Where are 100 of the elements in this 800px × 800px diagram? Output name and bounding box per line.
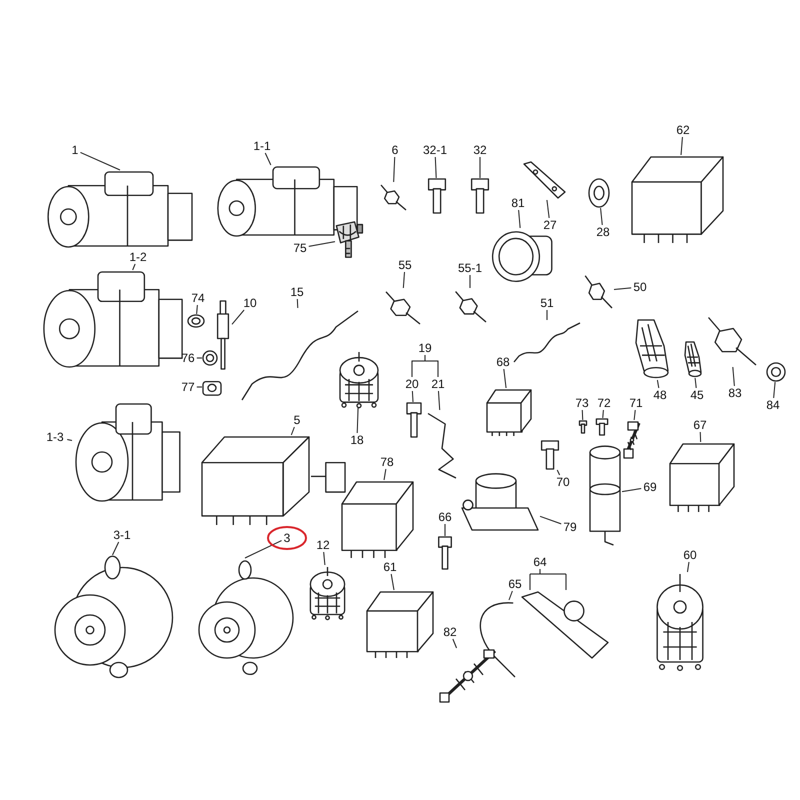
- bolt-drawing: [425, 178, 449, 214]
- leader-line: [384, 468, 386, 480]
- regulator-drawing: [200, 435, 348, 527]
- nut-drawing: [202, 378, 222, 396]
- relay-drawing: [485, 388, 533, 438]
- glow-plug-drawing: [214, 300, 232, 370]
- callout-number: 77: [181, 380, 195, 394]
- relay-drawing: [630, 155, 725, 245]
- bolt-drawing: [436, 536, 454, 570]
- leader-line: [503, 368, 507, 388]
- callout-number: 70: [556, 475, 570, 489]
- bolt-drawing: [468, 178, 492, 214]
- leader-line: [402, 272, 405, 288]
- callout-number: 19: [418, 341, 432, 355]
- leader-line: [132, 264, 136, 270]
- callout-number: 68: [496, 355, 510, 369]
- callout-number: 51: [540, 296, 554, 310]
- callout-number: 3: [284, 531, 290, 545]
- plate-drawing: [522, 160, 567, 200]
- leader-line: [680, 136, 683, 156]
- leader-line: [732, 366, 735, 386]
- callout-number: 64: [533, 555, 547, 569]
- callout-number: 3-1: [113, 528, 131, 542]
- bolt-drawing: [594, 418, 610, 436]
- callout-number: 12: [316, 538, 330, 552]
- bracket-drawing: [426, 410, 458, 480]
- callout-number: 78: [380, 455, 394, 469]
- callout-number: 55-1: [458, 261, 482, 275]
- rod-drawing: [622, 420, 642, 460]
- callout-number: 72: [597, 396, 611, 410]
- starter-motor-drawing: [45, 170, 195, 248]
- starter-motor-drawing: [215, 165, 360, 237]
- callout-number: 81: [511, 196, 525, 210]
- leader-line: [296, 298, 298, 308]
- leader-line: [323, 552, 326, 566]
- washer-drawing: [588, 178, 610, 208]
- gauge-drawing: [490, 228, 555, 283]
- leader-line: [66, 439, 72, 442]
- callout-number: 79: [563, 520, 577, 534]
- leader-line: [556, 470, 560, 476]
- callout-number: 75: [293, 241, 307, 255]
- bolt-drawing: [538, 440, 562, 470]
- callout-number: 60: [683, 548, 697, 562]
- leader-line: [622, 488, 642, 492]
- leader-line: [444, 524, 446, 536]
- leader-line: [452, 638, 458, 648]
- leader-line: [390, 574, 394, 590]
- callout-number: 65: [508, 577, 522, 591]
- relay-drawing: [668, 442, 736, 514]
- leader-line: [540, 516, 562, 524]
- actuator-drawing: [520, 590, 610, 660]
- callout-number: 32-1: [422, 143, 448, 157]
- callout-number: 61: [383, 560, 397, 574]
- washer-drawing: [187, 314, 205, 328]
- callout-number: 69: [643, 480, 657, 494]
- bolt-drawing: [404, 402, 424, 438]
- callout-number: 82: [443, 625, 457, 639]
- leader-line: [308, 241, 336, 247]
- leader-line: [412, 390, 414, 402]
- leader-line: [356, 408, 359, 434]
- leader-line: [602, 410, 604, 418]
- bracket-leader-line: [424, 354, 438, 378]
- callout-number: 32: [473, 143, 487, 157]
- leader-line: [614, 287, 632, 290]
- callout-number: 15: [290, 285, 304, 299]
- callout-number: 18: [350, 433, 364, 447]
- wire-drawing: [512, 320, 582, 365]
- callout-number: 74: [191, 291, 205, 305]
- leader-line: [546, 310, 548, 320]
- bracket-leader-line: [530, 568, 566, 590]
- leader-line: [196, 304, 198, 314]
- leader-line: [112, 542, 120, 556]
- relay-drawing: [365, 590, 435, 660]
- callout-number: 45: [690, 388, 704, 402]
- leader-line: [582, 410, 584, 420]
- callout-number: 5: [294, 413, 300, 427]
- callout-number: 1-1: [253, 139, 271, 153]
- elbow-fitting-drawing: [335, 220, 363, 258]
- callout-number: 6: [392, 143, 398, 157]
- callout-number: 62: [676, 123, 690, 137]
- callout-number: 20: [405, 377, 419, 391]
- washer-drawing: [766, 362, 786, 382]
- callout-number: 1-2: [129, 250, 147, 264]
- boot-cap-drawing: [683, 340, 703, 378]
- callout-number: 50: [633, 280, 647, 294]
- leader-line: [773, 382, 776, 398]
- callout-number: 67: [693, 418, 707, 432]
- leader-line: [434, 156, 437, 178]
- relay-drawing: [340, 480, 415, 560]
- callout-number: 27: [543, 218, 557, 232]
- wire-drawing: [240, 308, 360, 403]
- leader-line: [600, 208, 603, 226]
- leader-line: [196, 386, 202, 388]
- leader-line: [634, 410, 636, 420]
- washer-drawing: [202, 350, 218, 366]
- leader-line: [393, 156, 396, 182]
- callout-number: 21: [431, 377, 445, 391]
- callout-number: 76: [181, 351, 195, 365]
- leader-line: [508, 590, 513, 600]
- callout-number: 10: [243, 296, 257, 310]
